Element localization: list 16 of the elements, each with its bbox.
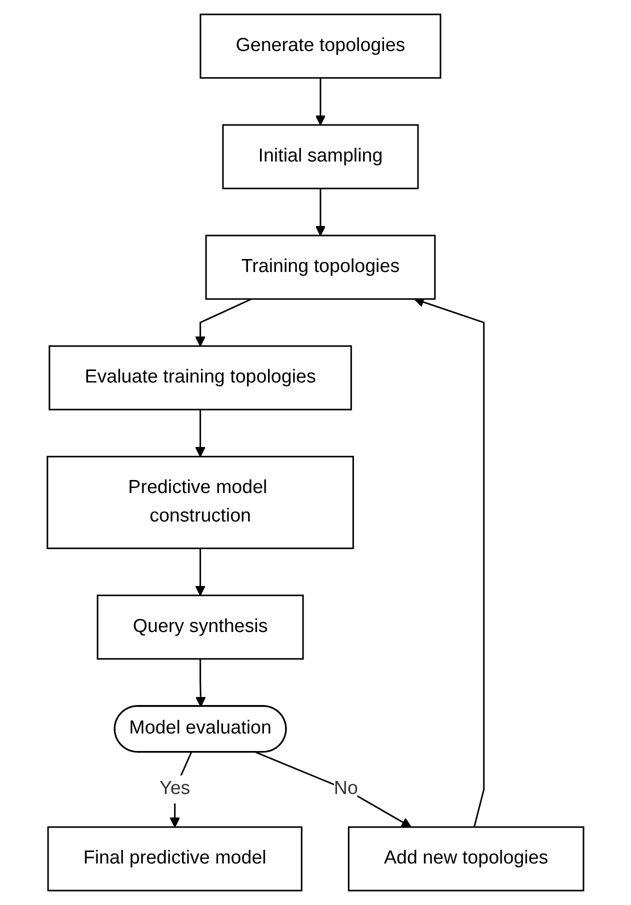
edge-label: Yes [160,775,190,804]
arrow [315,78,326,126]
process-box: Final predictive model [47,826,302,892]
arrow [196,658,206,707]
decision-ellipse: Model evaluation [114,705,287,753]
process-box: Training topologies [205,234,436,300]
process-box: Generate topologies [200,14,442,79]
process-box: Add new topologies [348,826,584,892]
arrow [195,410,206,458]
process-box: Initial sampling [222,124,419,190]
arrow [195,298,252,347]
arrow [195,548,206,596]
process-box: Evaluate training topologies [48,345,352,410]
process-box: Predictive model construction [46,456,354,550]
arrow [315,188,326,236]
process-box: Query synthesis [96,594,304,660]
